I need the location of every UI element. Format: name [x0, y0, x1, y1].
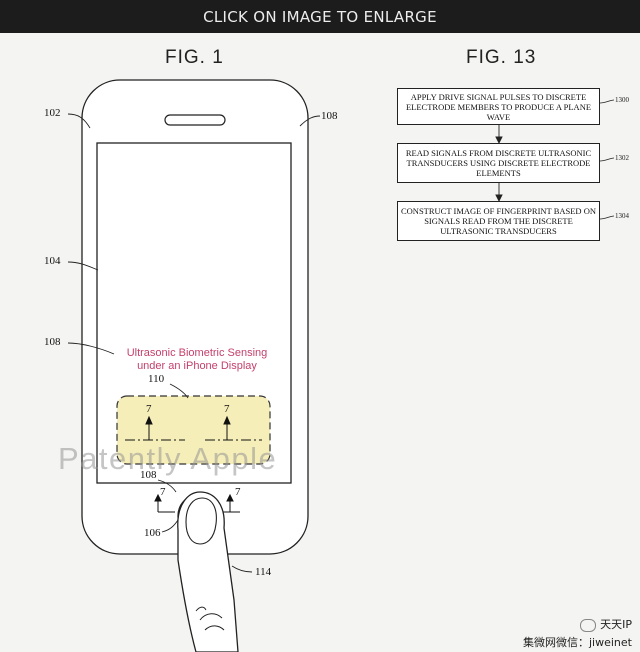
wechat-name-text: 天天IP	[600, 618, 632, 631]
watermark: Patently Apple	[58, 441, 278, 476]
flow-ref-1304: 1304	[615, 212, 629, 220]
ref-102: 102	[44, 107, 61, 119]
fig1-title: FIG. 1	[165, 47, 224, 68]
caption-line-1: Ultrasonic Biometric Sensing	[126, 347, 268, 359]
enlarge-banner[interactable]: CLICK ON IMAGE TO ENLARGE	[0, 0, 640, 33]
ref-108-top: 108	[321, 110, 338, 122]
section-mark-1: 7	[146, 403, 152, 415]
section-mark-3: 7	[160, 486, 166, 498]
flow-ref-1302: 1302	[615, 154, 629, 162]
wechat-bubble-icon	[580, 618, 597, 632]
flow-step-1304: CONSTRUCT IMAGE OF FINGERPRINT BASED ON …	[397, 201, 600, 241]
fig13-title: FIG. 13	[466, 47, 537, 68]
sensor-area	[116, 395, 271, 465]
ref-114: 114	[255, 566, 272, 578]
flow-ref-1300: 1300	[615, 96, 629, 104]
section-mark-2: 7	[224, 403, 230, 415]
section-mark-4: 7	[235, 486, 241, 498]
flow-step-1302: READ SIGNALS FROM DISCRETE ULTRASONIC TR…	[397, 143, 600, 183]
ref-104: 104	[44, 255, 61, 267]
caption-line-2: under an iPhone Display	[137, 360, 257, 372]
section-arrow-left	[125, 415, 185, 441]
speaker-slot	[164, 114, 226, 126]
flow-step-1300: APPLY DRIVE SIGNAL PULSES TO DISCRETE EL…	[397, 88, 600, 125]
wechat-name: 天天IP	[580, 616, 632, 632]
ref-108-mid: 108	[44, 336, 61, 348]
ref-110: 110	[148, 373, 165, 385]
section-arrow-right	[205, 415, 262, 441]
wechat-account: 集微网微信：jiweinet	[523, 636, 632, 649]
ref-106: 106	[144, 527, 161, 539]
ref-108-button: 108	[140, 469, 157, 481]
